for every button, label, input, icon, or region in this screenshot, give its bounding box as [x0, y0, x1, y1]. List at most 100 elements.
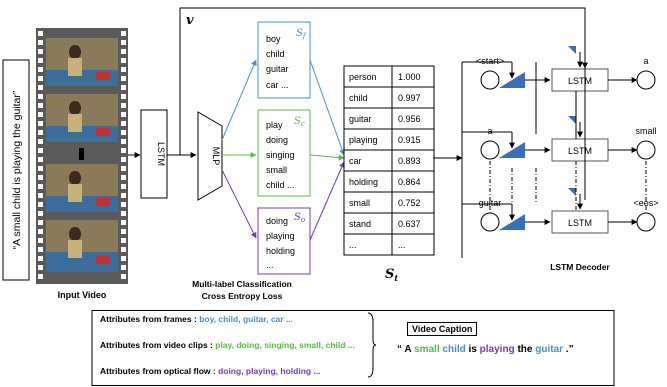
sprocket-hole: [38, 130, 43, 135]
flow-attr-box: So doing playing holding ...: [257, 207, 311, 275]
sprocket-hole: [38, 175, 43, 180]
table-score: 0.997: [398, 93, 421, 103]
table-score: 0.752: [398, 198, 421, 208]
svg-text:So: So: [294, 212, 305, 224]
lstm-encoder-label: LSTM: [156, 142, 166, 166]
sprocket-hole: [38, 157, 43, 162]
cap-open: “ A: [397, 344, 415, 355]
flow-word-2: playing: [266, 231, 295, 241]
table-score: 0.893: [398, 156, 421, 166]
sprocket-hole: [121, 193, 126, 198]
st-label: S: [385, 267, 394, 282]
frames-word-3: guitar: [266, 64, 289, 74]
sprocket-hole: [38, 184, 43, 189]
sprocket-hole: [38, 103, 43, 108]
frame-3: [46, 164, 118, 212]
lstm-encoder: LSTM: [140, 109, 168, 199]
sprocket-hole: [121, 265, 126, 270]
cap-small: small: [414, 344, 440, 355]
cap-the: the: [514, 344, 536, 355]
attention-gate: [568, 116, 576, 124]
table-attribute: holding: [349, 177, 378, 187]
table-score: 0.956: [398, 114, 421, 124]
sprocket-hole: [121, 148, 126, 153]
decoder-lstm-label: LSTM: [568, 76, 592, 86]
cap-child: child: [442, 344, 466, 355]
sprocket-hole: [121, 202, 126, 207]
sf-sub: f: [302, 32, 307, 40]
st-sub: t: [394, 273, 398, 283]
sprocket-hole: [121, 229, 126, 234]
sprocket-hole: [121, 85, 126, 90]
output-token: small: [635, 126, 656, 136]
attention-gate: [499, 214, 525, 230]
sprocket-hole: [38, 166, 43, 171]
flow-attr-row: Attributes from optical flow : doing, pl…: [100, 366, 321, 376]
frames-attr-label: Attributes from frames :: [100, 314, 200, 324]
frames-attr-values: boy, child, guitar, car ...: [199, 314, 294, 324]
clips-attr-label: Attributes from video clips :: [100, 340, 216, 350]
table-score: ...: [398, 240, 406, 250]
table-score: 1.000: [398, 72, 421, 82]
sprocket-hole: [38, 58, 43, 63]
v-label: v: [186, 13, 194, 28]
sprocket-hole: [38, 94, 43, 99]
sprocket-hole: [38, 112, 43, 117]
frames-attr-box: Sf boy child guitar car ...: [257, 21, 311, 99]
cap-playing: playing: [479, 344, 515, 355]
frames-word-4: car ...: [266, 80, 289, 90]
vertical-caption: “A small child is playing the guitar”: [11, 90, 23, 249]
table-attribute: car: [349, 156, 362, 166]
sc-label: S: [294, 116, 301, 127]
sprocket-hole: [121, 31, 126, 36]
sprocket-hole: [121, 166, 126, 171]
table-attribute: stand: [349, 219, 371, 229]
sprocket-hole: [38, 256, 43, 261]
table-attribute: person: [349, 72, 377, 82]
sprocket-hole: [121, 103, 126, 108]
input-node: [480, 212, 500, 232]
table-attribute: small: [349, 198, 370, 208]
output-node: [636, 212, 656, 232]
input-token: a: [487, 126, 492, 136]
sprocket-hole: [38, 40, 43, 45]
film-strip: [36, 28, 128, 284]
attention-gate: [499, 72, 525, 88]
flow-word-4: ...: [266, 260, 274, 270]
sprocket-hole: [38, 211, 43, 216]
legend-frame: [91, 310, 615, 386]
svg-text:Sf: Sf: [296, 28, 307, 40]
video-caption-title: Video Caption: [407, 322, 478, 336]
decoder-lstm-label: LSTM: [568, 146, 592, 156]
table-score: 0.637: [398, 219, 421, 229]
frame-2: [46, 94, 118, 142]
ellipsis-bar: [79, 148, 84, 160]
sprocket-hole: [38, 238, 43, 243]
sprocket-hole: [38, 49, 43, 54]
flow-attr-values: doing, playing, holding ...: [218, 366, 321, 376]
sprocket-hole: [121, 49, 126, 54]
frames-word-2: child: [266, 49, 285, 59]
sprocket-hole: [121, 211, 126, 216]
sprocket-hole: [38, 139, 43, 144]
sentence-box: “A small child is playing the guitar”: [2, 59, 30, 281]
sprocket-hole: [38, 148, 43, 153]
sprocket-hole: [121, 220, 126, 225]
flow-word-3: holding: [266, 246, 295, 256]
sprocket-hole: [38, 67, 43, 72]
legend-panel: Attributes from frames : boy, child, gui…: [92, 310, 612, 382]
mlc-label-2: Cross Entropy Loss: [202, 291, 283, 301]
input-video-label: Input Video: [58, 290, 107, 300]
clips-word-1: play: [266, 120, 283, 130]
clips-word-4: small: [266, 165, 287, 175]
sprocket-hole: [38, 265, 43, 270]
sprocket-hole: [38, 31, 43, 36]
sprocket-hole: [121, 112, 126, 117]
sprocket-hole: [38, 202, 43, 207]
attention-gate: [568, 46, 576, 54]
brace-icon: [367, 312, 377, 378]
sprocket-hole: [38, 220, 43, 225]
sprocket-hole: [121, 184, 126, 189]
cap-is: is: [465, 344, 480, 355]
